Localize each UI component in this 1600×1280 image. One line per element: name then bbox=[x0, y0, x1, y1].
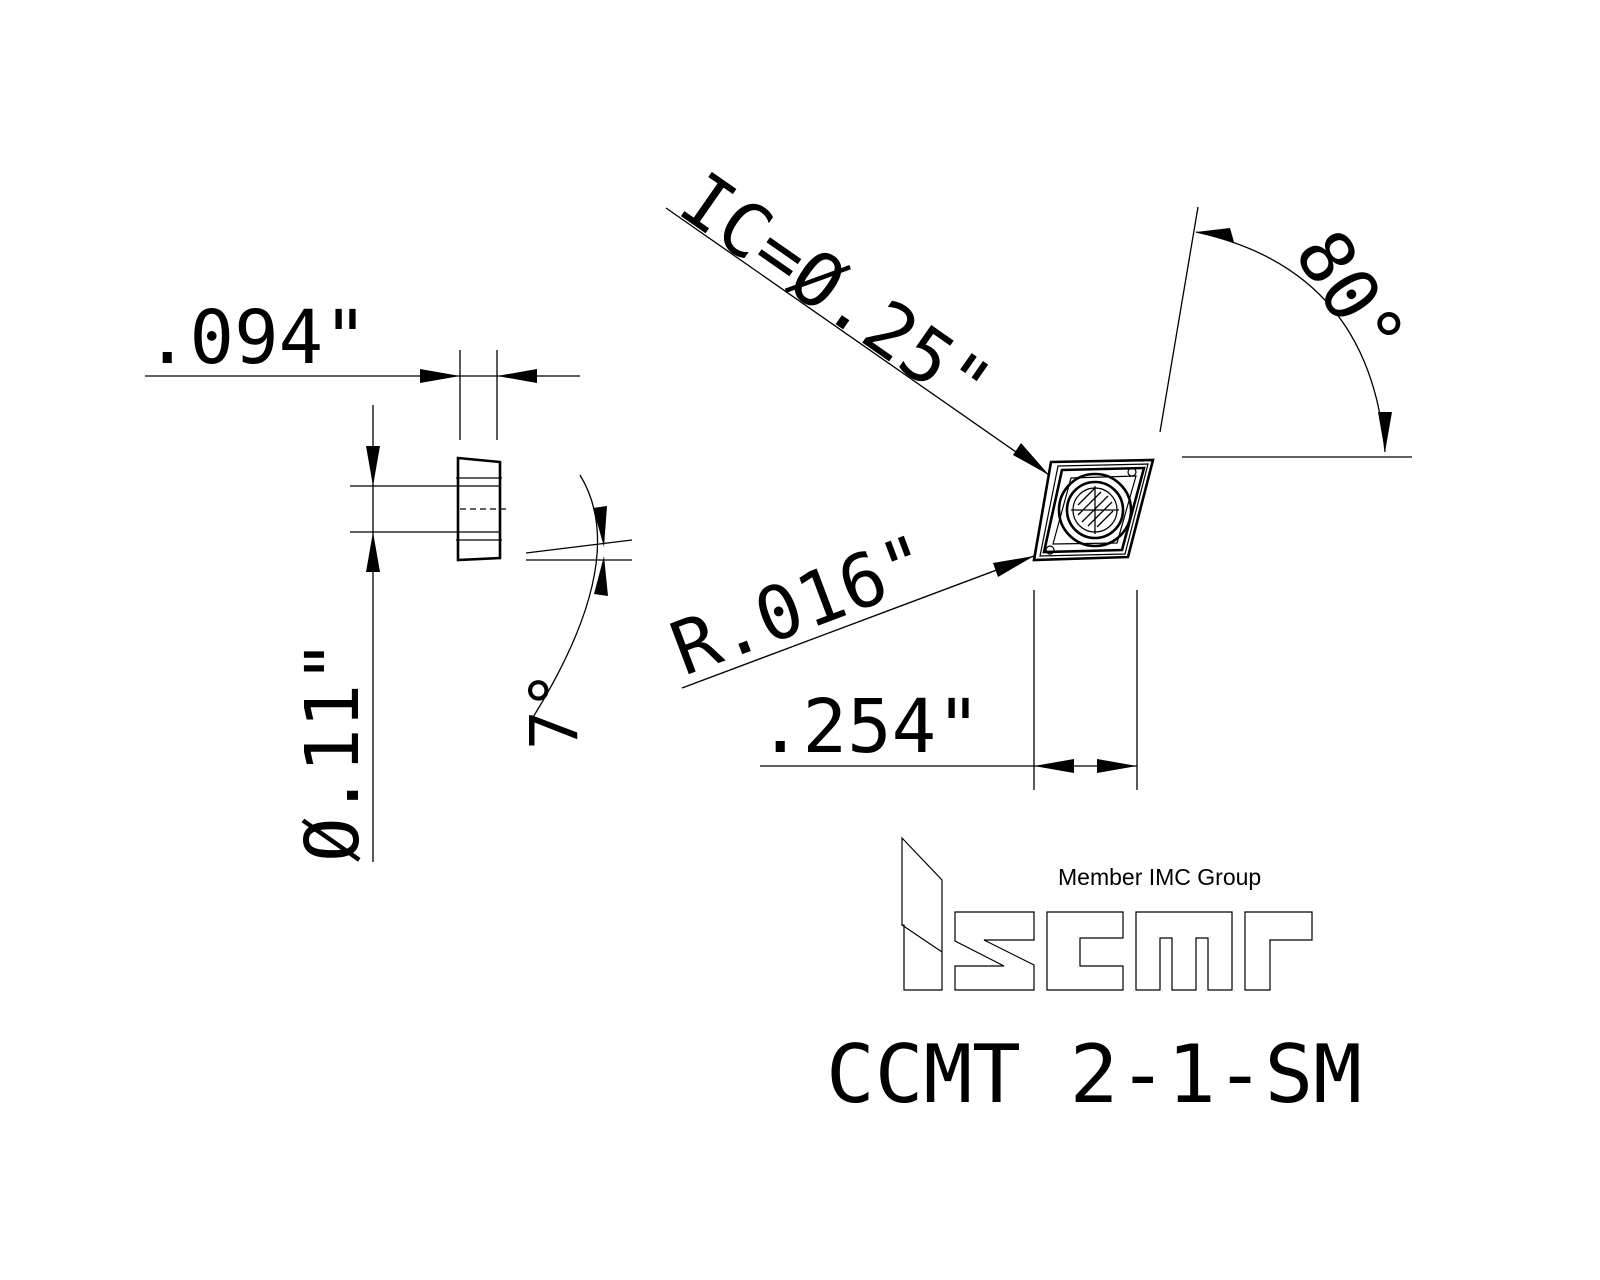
insert-top-view bbox=[1032, 458, 1155, 562]
clearance-angle-dimension bbox=[525, 474, 633, 723]
hole-hatch bbox=[1071, 486, 1119, 534]
thickness-dimension bbox=[145, 350, 580, 440]
hole-diameter-label: Ø.11" bbox=[290, 639, 376, 862]
logo-tagline: Member IMC Group bbox=[1058, 864, 1261, 890]
insert-side-view bbox=[456, 456, 506, 562]
included-angle-label: 80° bbox=[1278, 216, 1422, 375]
corner-radius-leader bbox=[681, 555, 1035, 689]
length-dimension bbox=[760, 590, 1138, 790]
length-label: .254" bbox=[758, 684, 981, 770]
included-angle-dimension bbox=[1159, 206, 1412, 458]
ic-label: IC=Ø.25" bbox=[665, 156, 1007, 430]
thickness-label: .094" bbox=[145, 295, 368, 381]
corner-radius-label: R.016" bbox=[660, 518, 940, 693]
clearance-angle-label: 7° bbox=[516, 671, 593, 750]
iscar-logo: iscar Member IMC Group bbox=[901, 836, 1313, 991]
part-number: CCMT 2-1-SM bbox=[826, 1028, 1362, 1121]
hole-diameter-dimension bbox=[350, 405, 500, 862]
ic-leader bbox=[665, 207, 1050, 476]
